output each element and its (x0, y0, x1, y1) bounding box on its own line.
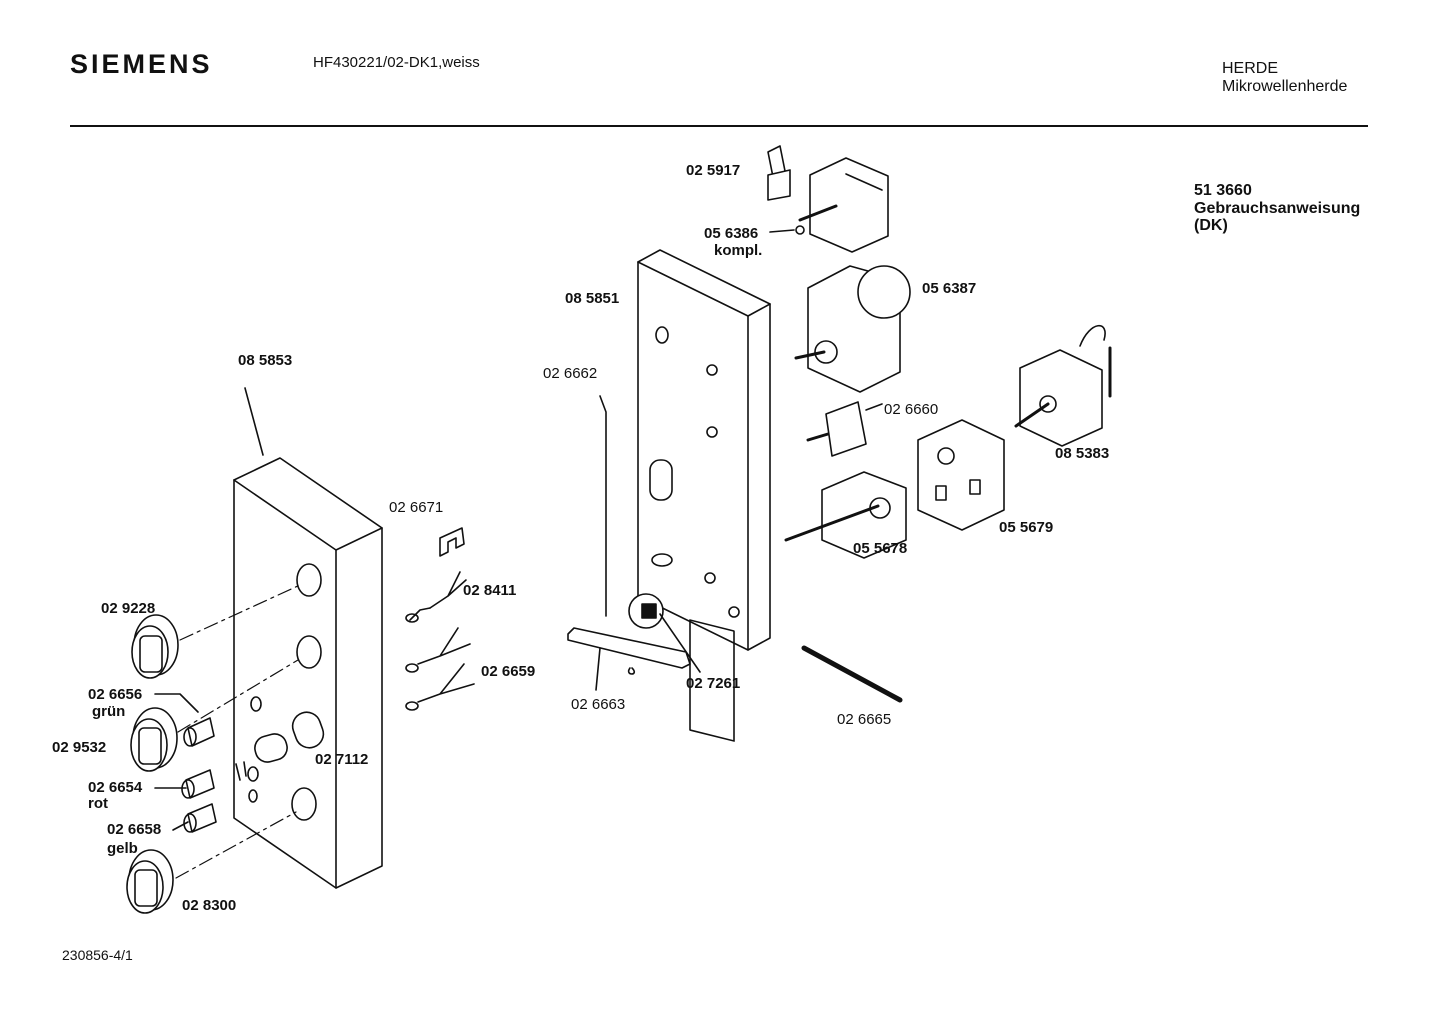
switch-055679 (917, 419, 1005, 531)
label-028300: 02 8300 (182, 897, 237, 914)
label-026656: 02 6656 (88, 686, 143, 703)
switch-055678 (784, 471, 907, 559)
lamp-cap-red (181, 769, 215, 799)
manual-reference: 51 3660 Gebrauchsanweisung (DK) (1194, 182, 1360, 235)
assembly-axes (175, 584, 301, 879)
knob-029228 (131, 614, 179, 679)
drawing-number: 230856-4/1 (62, 947, 133, 963)
category-subtitle: Mikrowellenherde (1222, 77, 1348, 95)
leader-026663 (595, 647, 601, 691)
label-056386-note: kompl. (714, 242, 763, 259)
clip-026671 (439, 527, 465, 557)
microswitch-025917 (767, 145, 791, 201)
timer-motor-056386 (795, 157, 889, 253)
label-085853: 08 5853 (238, 352, 293, 369)
label-026659: 02 6659 (481, 663, 536, 680)
label-085851: 08 5851 (565, 290, 620, 307)
label-027112: 02 7112 (315, 751, 369, 768)
lamp-clip (235, 761, 247, 781)
label-026654-note: rot (88, 795, 108, 812)
label-025917: 02 5917 (686, 162, 741, 179)
label-026671: 02 6671 (389, 499, 444, 516)
label-026663: 02 6663 (571, 696, 626, 713)
manual-number: 51 3660 (1194, 182, 1252, 199)
category-block: HERDE Mikrowellenherde (1222, 60, 1347, 95)
knob-028300 (126, 849, 174, 914)
rotary-knob-027261 (628, 593, 664, 629)
strip-026662 (599, 395, 607, 617)
front-panel-housing (233, 457, 383, 889)
thermostat-085383 (1014, 324, 1112, 447)
label-056387: 05 6387 (922, 280, 977, 297)
brand-logo: SIEMENS (70, 49, 213, 79)
label-029532: 02 9532 (52, 739, 107, 756)
bulb-026659-b (405, 663, 475, 711)
label-026660: 02 6660 (884, 401, 939, 418)
lamp-cap-yellow (183, 803, 217, 833)
label-026658-note: gelb (107, 840, 138, 857)
label-026665: 02 6665 (837, 711, 892, 728)
label-056386: 05 6386 (704, 225, 759, 242)
back-panel (637, 249, 771, 742)
label-055678: 05 5678 (853, 540, 908, 557)
label-026654: 02 6654 (88, 779, 143, 796)
leader-027261 (659, 613, 701, 673)
lever-026663 (567, 627, 691, 675)
label-026662: 02 6662 (543, 365, 598, 382)
leader-026660 (865, 403, 883, 411)
lamp-window-027112 (254, 733, 288, 763)
knob-029532 (130, 707, 178, 772)
category-title: HERDE (1222, 60, 1279, 77)
label-029228: 02 9228 (101, 600, 156, 617)
manual-title: Gebrauchsanweisung (1194, 199, 1361, 217)
lamp-cap-green (183, 717, 215, 747)
header-divider (70, 125, 1368, 127)
bulb-028411 (405, 571, 467, 623)
leader-056386 (769, 229, 795, 233)
label-026656-note: grün (92, 703, 126, 720)
leader-085853 (244, 387, 264, 456)
label-055679: 05 5679 (999, 519, 1054, 536)
label-028411: 02 8411 (463, 582, 517, 599)
pushbutton-026660 (806, 401, 867, 457)
model-number: HF430221/02-DK1,weiss (313, 54, 480, 71)
label-027261: 02 7261 (686, 675, 741, 692)
manual-language: (DK) (1194, 217, 1228, 235)
label-026658: 02 6658 (107, 821, 162, 838)
bulb-026659-a (405, 627, 471, 673)
timer-056387 (794, 265, 911, 393)
rod-026665 (801, 645, 903, 703)
label-085383: 08 5383 (1055, 445, 1110, 462)
